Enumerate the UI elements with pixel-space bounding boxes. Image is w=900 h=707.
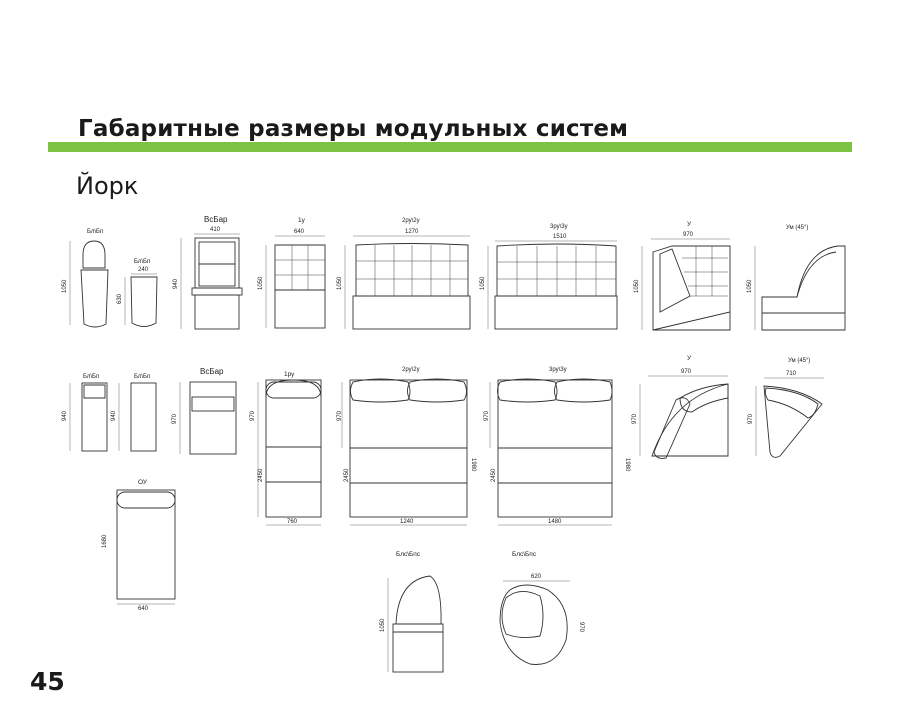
- dimension-length: 2450: [258, 468, 264, 482]
- module-vsbar-top: ВсБар 970: [172, 367, 237, 455]
- dimension-height: 940: [111, 410, 117, 421]
- module-bl-top-1: Бл\Бп 940: [62, 374, 108, 452]
- module-um-front: Ум (45°) 1050: [747, 225, 846, 331]
- dimension-height: 630: [117, 293, 123, 304]
- module-label: У: [687, 221, 692, 228]
- module-label: 1ру: [284, 371, 295, 378]
- module-bl-tall-front: Бл\Бп 1050: [62, 229, 109, 328]
- module-bl-short-front: Бл\Бп 240 630: [117, 259, 158, 327]
- dimension-height: 1050: [62, 279, 68, 293]
- module-2ru-front: 2ру\2у 1270 1050: [337, 218, 471, 330]
- dimension-length: 2450: [491, 468, 497, 482]
- dimension-width: 1270: [405, 229, 419, 235]
- module-bl-top-2: Бл\Бп 940: [111, 374, 157, 452]
- dimension-width: 640: [294, 229, 305, 235]
- module-u-top: У 970 970: [632, 355, 729, 459]
- dimension-width: 970: [683, 232, 694, 238]
- dimension-width: 410: [210, 227, 221, 233]
- module-label: ОУ: [138, 479, 148, 486]
- page-title: Габаритные размеры модульных систем: [78, 116, 629, 142]
- module-label: Бл\Бп: [134, 374, 150, 380]
- dimension-width: 640: [138, 606, 149, 612]
- module-label: Бл\Бп: [134, 259, 150, 265]
- module-2ru-top: 2ру\2у 970 2450 1980 1240: [337, 367, 476, 526]
- dimension-full: 1980: [624, 458, 630, 472]
- module-1ru-top: 1ру 970 2450 760: [250, 371, 322, 526]
- module-label: 2ру\2у: [402, 218, 420, 224]
- module-label: 3ру\3у: [549, 367, 567, 373]
- series-name: Йорк: [76, 172, 139, 200]
- dimension-width: 1240: [400, 519, 414, 525]
- module-3ru-front: 3ру\3у 1510 1050: [480, 224, 618, 330]
- dimension-width: 760: [287, 519, 298, 525]
- module-label: 1у: [298, 217, 306, 224]
- module-label: Ум (45°): [788, 358, 810, 364]
- dimension-width: 710: [786, 371, 797, 377]
- module-label: 3ру\3у: [550, 224, 568, 230]
- dimension-height: 1050: [480, 276, 486, 290]
- dimension-height: 940: [173, 278, 179, 289]
- dimension-height: 970: [172, 413, 178, 424]
- dimension-width: 240: [138, 267, 149, 273]
- module-3ru-top: 3ру\3у 970 2450 1980 1480: [484, 367, 630, 526]
- dimension-depth: 970: [632, 413, 638, 424]
- module-label: Ум (45°): [786, 225, 808, 231]
- module-label: 2ру\2у: [402, 367, 420, 373]
- module-1u-front: 1у 640 1050: [258, 217, 326, 329]
- page-number: 45: [30, 667, 65, 696]
- dimension-height: 1050: [380, 618, 386, 632]
- dimension-depth: 970: [748, 413, 754, 424]
- module-ou-top: ОУ 1680 640: [102, 479, 176, 612]
- dimension-length: 1680: [102, 534, 108, 548]
- dimension-height: 1050: [258, 276, 264, 290]
- dimension-width: 970: [681, 369, 692, 375]
- dimension-height: 940: [62, 410, 68, 421]
- dimension-full: 1980: [470, 458, 476, 472]
- module-bls-front: Блс\Бпс 1050: [380, 551, 444, 673]
- module-label: У: [687, 355, 692, 362]
- module-label: Блс\Бпс: [512, 551, 537, 558]
- module-um-top: Ум (45°) 710 970: [748, 358, 824, 458]
- dimension-depth: 970: [484, 410, 490, 421]
- dimension-depth: 970: [578, 622, 584, 633]
- dimension-width: 620: [531, 574, 542, 580]
- dimension-depth: 970: [337, 410, 343, 421]
- dimension-depth: 970: [250, 410, 256, 421]
- dimension-width: 1510: [553, 234, 567, 240]
- dimension-height: 1050: [337, 276, 343, 290]
- module-label: Бл\Бп: [87, 229, 103, 235]
- module-label: Блс\Бпс: [396, 551, 421, 558]
- dimension-height: 1050: [747, 279, 753, 293]
- dimension-width: 1480: [548, 519, 562, 525]
- module-vsbar-front: ВсБар 410 940: [173, 215, 243, 330]
- module-label: ВсБар: [204, 215, 228, 224]
- dimension-height: 1050: [634, 279, 640, 293]
- module-label: ВсБар: [200, 367, 224, 376]
- module-label: Бл\Бп: [83, 374, 99, 380]
- green-divider-bar: [48, 142, 852, 152]
- module-u-front: У 970 1050: [634, 221, 731, 331]
- module-bls-top: Блс\Бпс 620 970: [499, 551, 584, 665]
- dimension-length: 2450: [344, 468, 350, 482]
